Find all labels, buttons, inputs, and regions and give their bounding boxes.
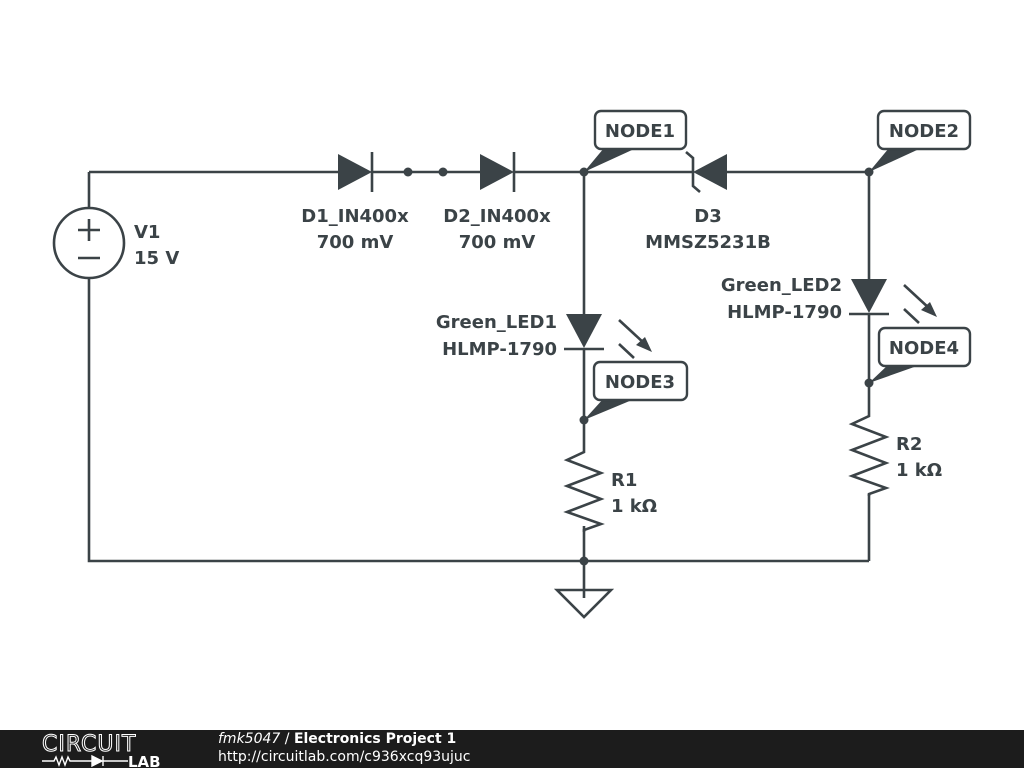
- junction-dot: [579, 556, 589, 566]
- junctions: [403, 167, 874, 566]
- node-pointer: [584, 148, 632, 172]
- wire-left-bottom: [87, 278, 869, 563]
- logo-top-text: CIRCUIT: [42, 732, 136, 757]
- zener-diode-d3[interactable]: D3 MMSZ5231B: [645, 151, 771, 253]
- voltage-source-v1[interactable]: V1 15 V: [52, 206, 179, 280]
- light-ray-arrowhead-icon: [921, 302, 937, 317]
- project-title: fmk5047 / Electronics Project 1: [218, 731, 456, 747]
- circuitlab-logo[interactable]: CIRCUIT LAB: [40, 731, 180, 767]
- wires: [87, 170, 871, 598]
- light-ray-arrowhead-icon: [636, 337, 652, 352]
- r1-name-label: R1: [611, 470, 637, 491]
- diode-d1[interactable]: D1_IN400x 700 mV: [301, 152, 409, 253]
- node-label-node4[interactable]: NODE4: [869, 326, 972, 383]
- footer-bar: CIRCUIT LAB fmk5047 / Electronics Projec…: [0, 730, 1024, 768]
- resistor-r1[interactable]: R1 1 kΩ: [563, 450, 657, 532]
- d3-value-label: MMSZ5231B: [645, 232, 771, 253]
- node-pointer: [584, 398, 632, 420]
- node-pointer: [869, 148, 917, 172]
- led-green-led1[interactable]: Green_LED1 HLMP-1790: [436, 312, 652, 360]
- led-arrow-icon: [566, 314, 602, 348]
- v1-value-label: 15 V: [134, 248, 179, 269]
- r2-value-label: 1 kΩ: [896, 460, 942, 481]
- resistor-zigzag: [848, 414, 890, 496]
- node-label-node2[interactable]: NODE2: [869, 109, 972, 172]
- logo-resistor-icon: [42, 755, 92, 767]
- ground-symbol[interactable]: [553, 588, 615, 619]
- node-label-box: [877, 326, 972, 368]
- led1-value-label: HLMP-1790: [442, 339, 557, 360]
- node-label-node1[interactable]: NODE1: [584, 109, 688, 172]
- led2-value-label: HLMP-1790: [727, 302, 842, 323]
- junction-dot: [438, 167, 448, 177]
- light-ray-icon: [618, 319, 646, 345]
- led1-name-label: Green_LED1: [436, 312, 557, 333]
- resistor-zigzag: [563, 450, 605, 532]
- project-name: Electronics Project 1: [293, 731, 457, 747]
- node-pointer: [869, 364, 917, 383]
- node1-label: NODE1: [605, 121, 675, 142]
- logo-bottom-text: LAB: [128, 753, 161, 767]
- node2-label: NODE2: [889, 121, 959, 142]
- node-label-box: [592, 360, 689, 402]
- r1-value-label: 1 kΩ: [611, 496, 657, 517]
- zener-bar: [685, 151, 701, 193]
- d3-name-label: D3: [694, 206, 721, 227]
- d2-name-label: D2_IN400x: [443, 206, 551, 227]
- resistor-r2[interactable]: R2 1 kΩ: [848, 414, 942, 496]
- project-url-link[interactable]: http://circuitlab.com/c936xcq93ujuc: [218, 749, 471, 765]
- node-label-node3[interactable]: NODE3: [584, 360, 689, 420]
- diode-arrow-icon: [480, 154, 514, 190]
- led-green-led2[interactable]: Green_LED2 HLMP-1790: [721, 275, 937, 324]
- voltage-source-symbol: [52, 206, 126, 280]
- author-link[interactable]: fmk5047: [218, 731, 281, 747]
- light-ray-icon: [903, 308, 920, 324]
- plus-icon: [78, 219, 100, 241]
- led2-name-label: Green_LED2: [721, 275, 842, 296]
- r2-name-label: R2: [896, 434, 922, 455]
- light-ray-icon: [618, 343, 635, 359]
- ground-icon: [553, 588, 615, 619]
- logo-diode-icon: [91, 754, 128, 767]
- zener-arrow-icon: [693, 154, 727, 190]
- junction-dot: [403, 167, 413, 177]
- v1-name-label: V1: [134, 222, 160, 243]
- circuit-schematic: V1 15 V D1_IN400x 700 mV D2_IN400x 700 m…: [52, 109, 972, 619]
- led-arrow-icon: [851, 279, 887, 313]
- node4-label: NODE4: [889, 338, 959, 359]
- diode-d2[interactable]: D2_IN400x 700 mV: [443, 152, 551, 253]
- title-separator: /: [280, 731, 294, 747]
- node-label-box: [876, 109, 972, 151]
- node-label-box: [593, 109, 688, 151]
- node3-label: NODE3: [605, 372, 675, 393]
- d2-value-label: 700 mV: [459, 232, 536, 253]
- d1-value-label: 700 mV: [317, 232, 394, 253]
- d1-name-label: D1_IN400x: [301, 206, 409, 227]
- light-ray-icon: [903, 284, 931, 310]
- diode-arrow-icon: [338, 154, 372, 190]
